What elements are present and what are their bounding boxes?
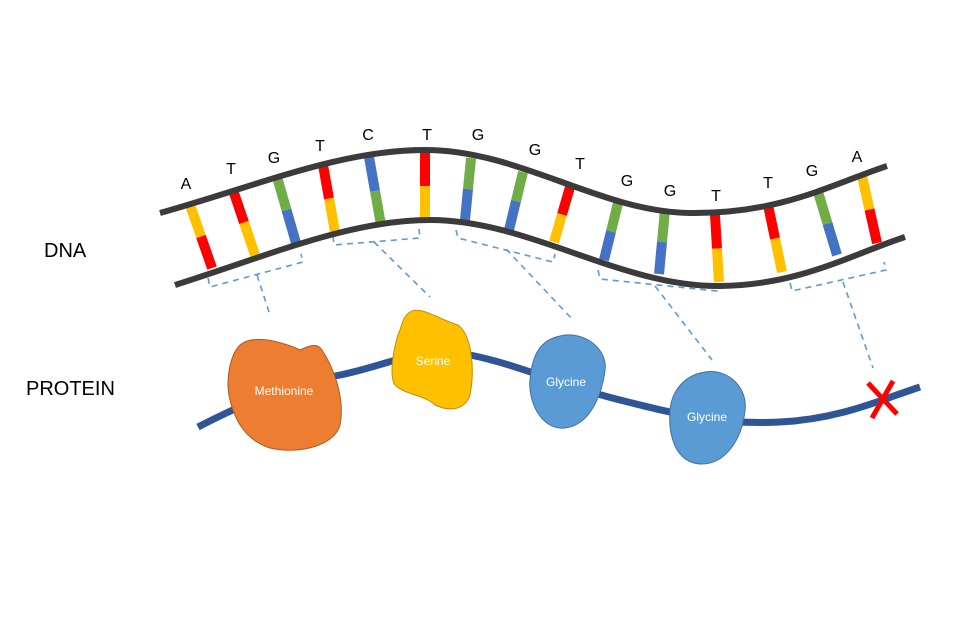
- base-letter: T: [422, 127, 432, 144]
- base-pair-T: [763, 203, 787, 274]
- glycine-blob: [669, 371, 746, 465]
- codon-connectors: [207, 228, 887, 369]
- base-letter: A: [852, 149, 863, 166]
- codon-bracket-4: [597, 269, 719, 361]
- base-top: [272, 175, 292, 212]
- base-letters: A T G T C T G G T G G T T G A: [181, 127, 863, 205]
- base-pair-T: [549, 185, 575, 244]
- base-bottom: [770, 237, 787, 274]
- base-pair-G: [460, 157, 476, 221]
- base-letter: A: [181, 176, 192, 193]
- base-letter: T: [763, 175, 773, 192]
- base-top: [185, 203, 206, 239]
- base-top: [228, 188, 249, 225]
- base-letter: C: [362, 127, 374, 144]
- amino-acid-label: Glycine: [546, 375, 586, 389]
- base-bottom: [281, 208, 301, 245]
- base-top: [606, 201, 623, 233]
- base-pair-A: [857, 174, 882, 245]
- dna-strand-bottom: [174, 216, 906, 290]
- base-top: [364, 156, 380, 192]
- amino-acid-glycine-1: Glycine: [529, 334, 606, 429]
- base-bottom: [549, 213, 567, 244]
- base-top: [657, 209, 670, 243]
- base-pair-T: [710, 214, 724, 283]
- base-pair-G: [599, 201, 623, 262]
- base-pairs: [185, 152, 882, 283]
- base-bottom: [324, 197, 340, 233]
- serine-blob: [391, 309, 473, 410]
- base-pair-G: [654, 209, 670, 275]
- base-top: [710, 214, 722, 249]
- codon-bracket-2: [332, 228, 431, 298]
- base-top: [857, 174, 875, 211]
- base-letter: G: [268, 150, 280, 167]
- amino-acid-methionine: Methionine: [227, 338, 342, 451]
- base-bottom: [822, 222, 842, 257]
- base-letter: G: [664, 183, 676, 200]
- base-pair-G: [504, 170, 528, 232]
- dna-strand-top: [159, 146, 888, 217]
- dna-label: DNA: [44, 240, 87, 262]
- amino-acid-glycine-2: Glycine: [669, 371, 746, 465]
- base-bottom: [864, 208, 882, 245]
- amino-acid-serine: Serine: [391, 309, 473, 410]
- base-bottom: [460, 188, 473, 221]
- base-bottom: [504, 199, 521, 232]
- base-top: [813, 190, 833, 225]
- base-bottom: [599, 230, 616, 262]
- amino-acid-label: Methionine: [255, 384, 314, 398]
- base-letter: G: [621, 173, 633, 190]
- base-bottom: [654, 241, 667, 275]
- protein-label: PROTEIN: [26, 378, 115, 400]
- base-pair-A: [185, 203, 217, 270]
- codon-bracket-5: [789, 261, 887, 369]
- base-letter: T: [711, 188, 721, 205]
- codon-bracket-1: [207, 253, 304, 316]
- base-letter: T: [575, 156, 585, 173]
- glycine-blob: [529, 334, 606, 429]
- methionine-blob: [227, 338, 342, 451]
- amino-acid-label: Glycine: [687, 410, 727, 424]
- base-letter: G: [806, 163, 818, 180]
- base-top: [763, 203, 780, 240]
- base-top: [557, 185, 575, 216]
- amino-acid-label: Serine: [416, 354, 451, 368]
- base-pair-G: [813, 190, 842, 257]
- codon-bracket-3: [455, 229, 574, 321]
- base-bottom: [370, 190, 386, 226]
- base-letter: G: [472, 127, 484, 144]
- base-letter: T: [226, 161, 236, 178]
- stop-x-icon: [866, 379, 899, 420]
- base-letter: T: [315, 138, 325, 155]
- base-pair-C: [364, 156, 386, 226]
- base-top: [318, 164, 334, 200]
- base-bottom: [196, 234, 217, 270]
- base-pair-T: [228, 188, 260, 257]
- base-pair-G: [272, 175, 301, 245]
- base-bottom: [239, 220, 260, 257]
- base-top: [511, 170, 528, 203]
- base-letter: G: [529, 142, 541, 159]
- base-bottom: [712, 248, 724, 283]
- base-pair-T: [318, 164, 340, 233]
- base-top: [463, 157, 476, 190]
